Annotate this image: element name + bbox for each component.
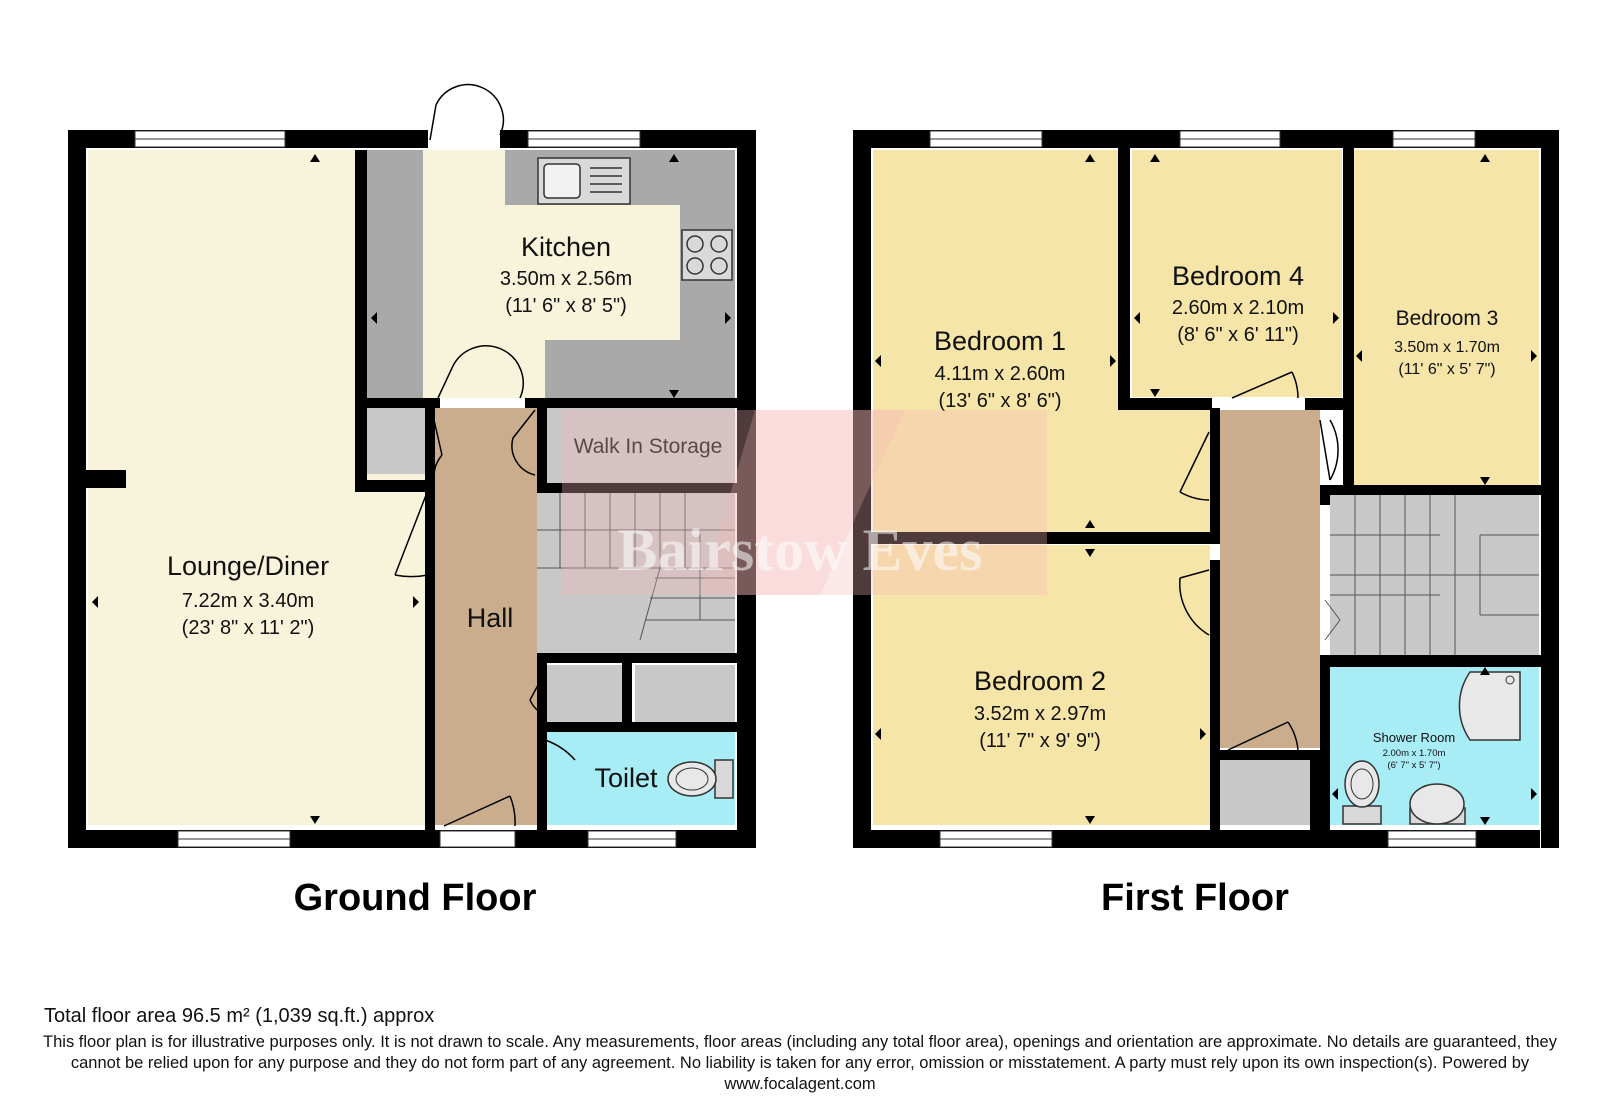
under-stairs-cupboard-1 xyxy=(547,665,622,722)
ground-stairs-area xyxy=(537,493,735,653)
first-floor-dimension-markers xyxy=(875,154,1537,825)
watermark-text: Bairstow Eves xyxy=(618,517,983,583)
bedroom-1-metric: 4.11m x 2.60m xyxy=(935,363,1066,385)
walk-in-storage-label: Walk In Storage xyxy=(574,435,723,458)
ground-floor-dimension-markers xyxy=(92,154,731,824)
shower-tray-icon xyxy=(1458,671,1521,741)
bedroom-1-lobby-area xyxy=(1118,405,1210,535)
under-stairs-cupboard-2 xyxy=(635,665,735,722)
bedroom-2-metric: 3.52m x 2.97m xyxy=(974,703,1106,725)
bedroom-2-area xyxy=(873,545,1210,825)
kitchen-sink-icon xyxy=(537,157,631,205)
first-floor-plan: Bedroom 1 4.11m x 2.60m (13' 6" x 8' 6")… xyxy=(853,130,1559,919)
bedroom-4-area xyxy=(1132,150,1342,397)
first-floor-windows xyxy=(929,130,1477,848)
landing-area xyxy=(1220,410,1320,748)
hall-label: Hall xyxy=(467,603,514,633)
bedroom-3-imperial: (11' 6" x 5' 7") xyxy=(1398,361,1495,378)
lounge-diner-metric: 7.22m x 3.40m xyxy=(182,590,314,612)
bedroom-3-label: Bedroom 3 xyxy=(1396,307,1499,330)
bedroom-2-label: Bedroom 2 xyxy=(974,666,1106,696)
kitchen-metric: 3.50m x 2.56m xyxy=(500,268,632,290)
lounge-diner-label: Lounge/Diner xyxy=(167,551,329,581)
ground-stairs xyxy=(537,493,735,641)
first-floor-stairs xyxy=(1324,495,1539,655)
kitchen-imperial: (11' 6" x 8' 5") xyxy=(505,295,627,317)
bedroom-1-area xyxy=(873,150,1118,535)
bedroom-4-label: Bedroom 4 xyxy=(1172,261,1304,291)
total-floor-area: Total floor area 96.5 m² (1,039 sq.ft.) … xyxy=(44,1005,435,1027)
footer: Total floor area 96.5 m² (1,039 sq.ft.) … xyxy=(30,1004,1570,1095)
disclaimer-text: This floor plan is for illustrative purp… xyxy=(43,1033,1557,1093)
hall-area xyxy=(435,408,537,825)
ground-floor-doors xyxy=(394,83,576,827)
shower-room-label: Shower Room xyxy=(1373,730,1455,745)
bedroom-4-imperial: (8' 6" x 6' 11") xyxy=(1177,324,1299,346)
walk-in-storage-area xyxy=(537,408,735,483)
bedroom-3-metric: 3.50m x 1.70m xyxy=(1394,339,1500,356)
shower-room-wc-icon xyxy=(1342,760,1382,825)
kitchen-counter-left xyxy=(367,150,423,398)
ground-floor-plan: Lounge/Diner 7.22m x 3.40m (23' 8" x 11'… xyxy=(68,83,756,919)
lounge-diner-imperial: (23' 8" x 11' 2") xyxy=(182,617,315,639)
bedroom-4-metric: 2.60m x 2.10m xyxy=(1172,297,1304,319)
shower-room-basin-icon xyxy=(1409,783,1466,825)
ground-floor-windows xyxy=(134,130,677,848)
bedroom-3-area xyxy=(1354,150,1539,485)
shower-room-metric: 2.00m x 1.70m xyxy=(1383,748,1446,759)
first-floor-label: First Floor xyxy=(1101,877,1289,919)
hall-cupboard xyxy=(367,408,425,474)
bedroom-1-label: Bedroom 1 xyxy=(934,326,1066,356)
kitchen-hob-icon xyxy=(681,229,733,281)
bedroom-2-imperial: (11' 7" x 9' 9") xyxy=(979,730,1101,752)
kitchen-label: Kitchen xyxy=(521,232,611,262)
bedroom-1-imperial: (13' 6" x 8' 6") xyxy=(939,390,1062,412)
ground-floor-label: Ground Floor xyxy=(294,877,537,919)
toilet-label: Toilet xyxy=(594,763,658,793)
landing-cupboard xyxy=(1220,760,1310,825)
agent-watermark-logo: Bairstow Eves xyxy=(562,410,1047,595)
first-floor-doors xyxy=(1179,371,1339,751)
toilet-wc-icon xyxy=(667,759,734,799)
shower-room-imperial: (6' 7" x 5' 7") xyxy=(1387,760,1440,771)
